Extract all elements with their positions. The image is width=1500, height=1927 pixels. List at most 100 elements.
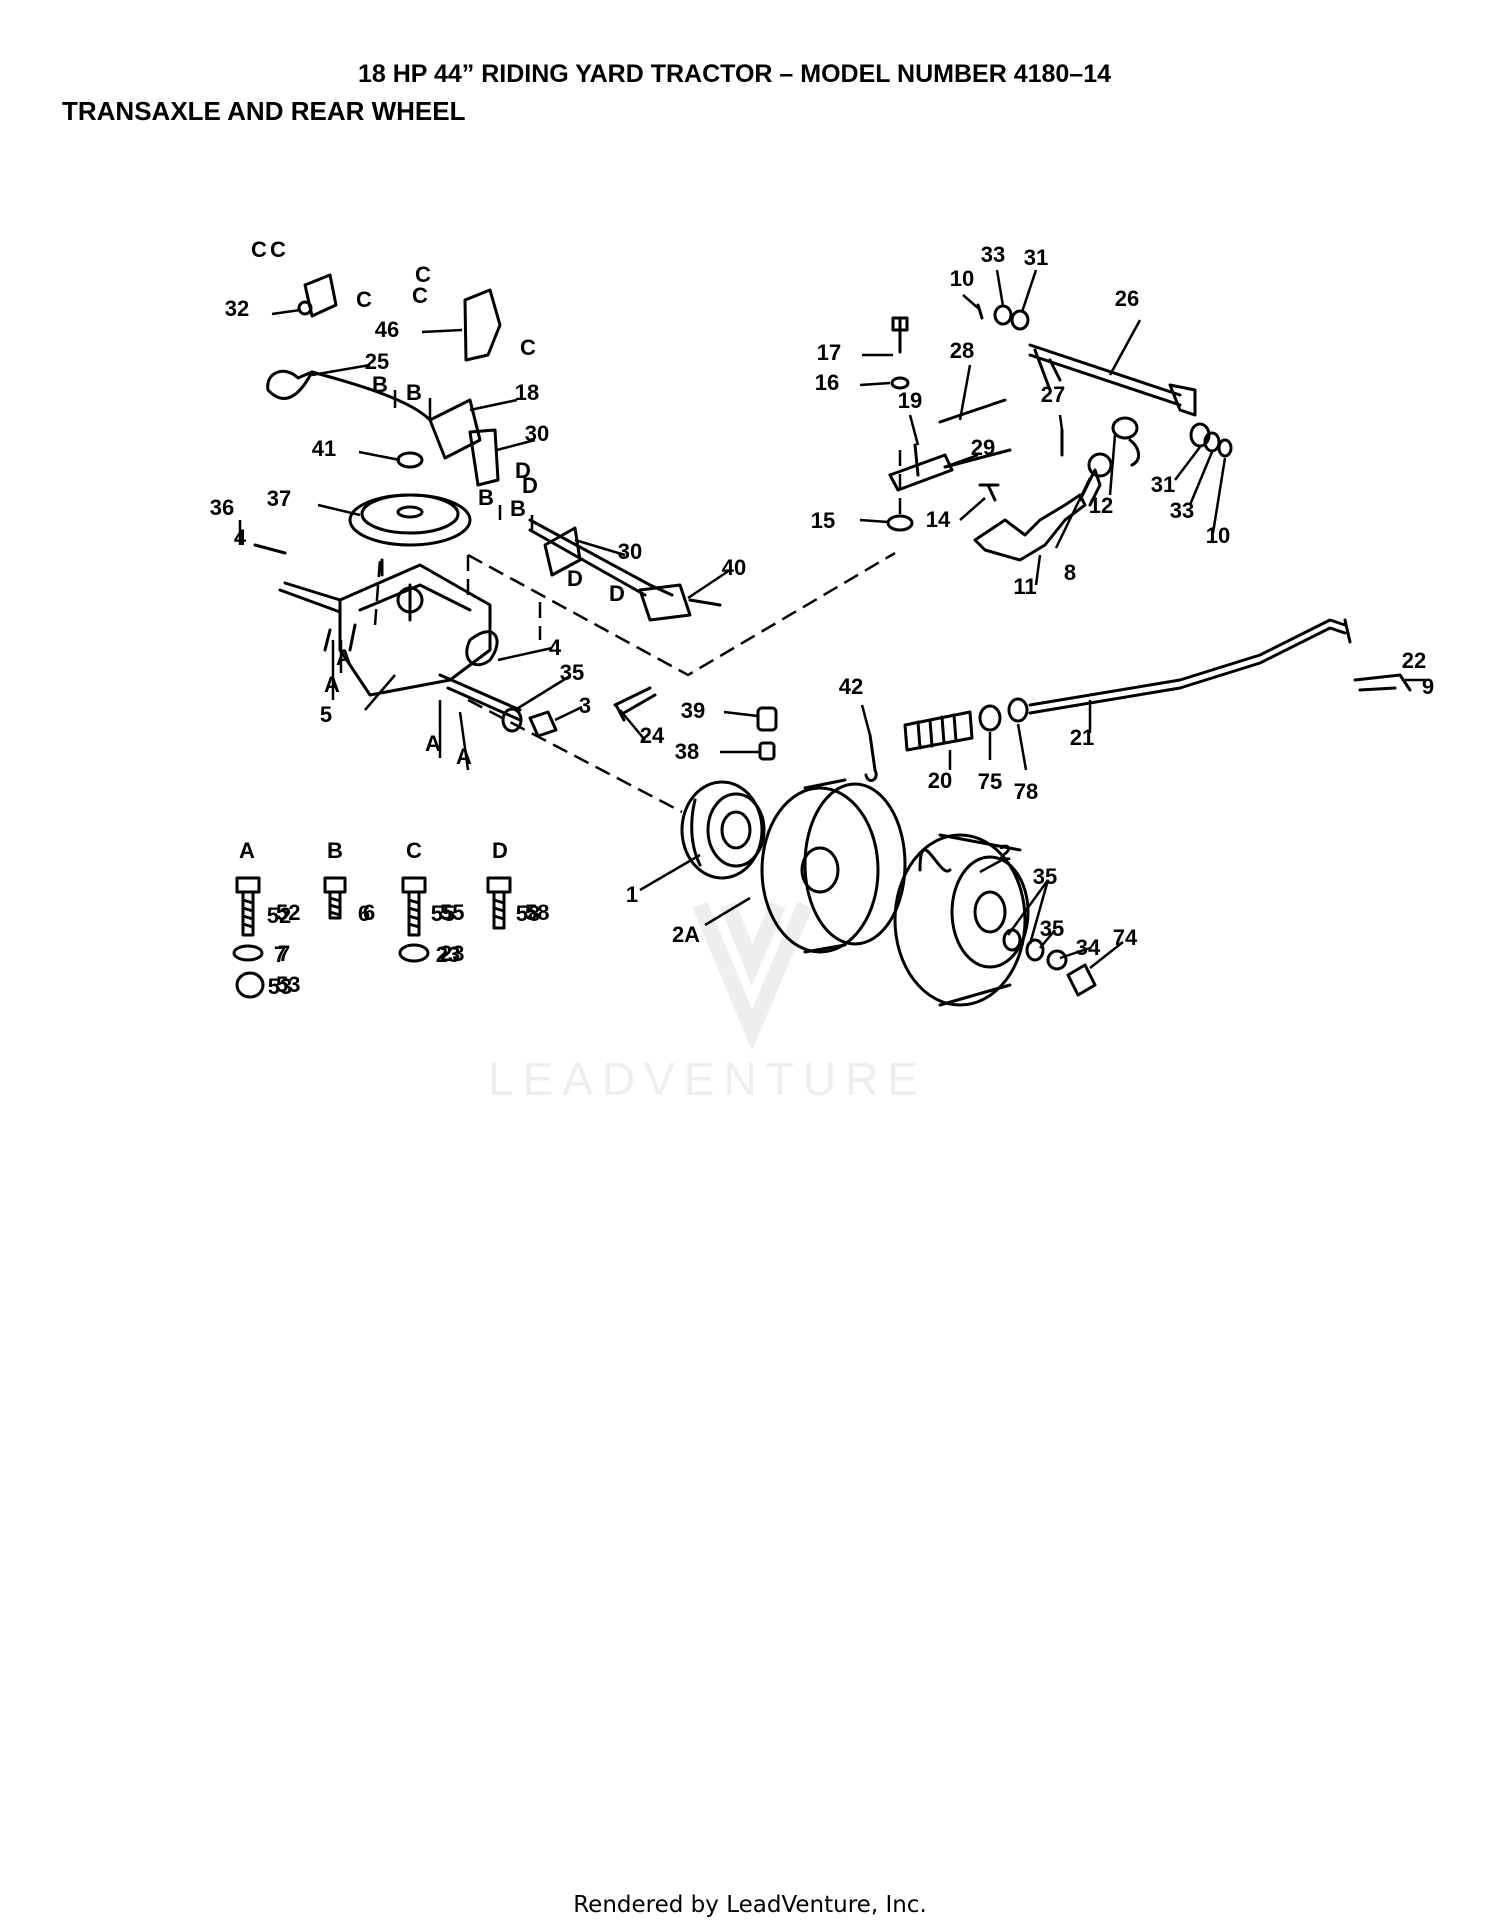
callout-22: 22 <box>1402 648 1426 673</box>
bracket-18 <box>428 398 482 460</box>
pulley-1 <box>680 780 764 880</box>
lever-11 <box>973 493 1087 562</box>
callout-33: 33 <box>1170 498 1194 523</box>
connector-letter-c: C <box>412 283 428 308</box>
legend-group-a: A <box>239 838 255 863</box>
callout-30: 30 <box>618 539 642 564</box>
callout-35: 35 <box>560 660 584 685</box>
callout-26: 26 <box>1115 286 1139 311</box>
legend-c-nut: 23 <box>440 941 464 966</box>
callout-9: 9 <box>1422 674 1434 699</box>
section-title: TRANSAXLE AND REAR WHEEL <box>62 96 466 126</box>
callout-31: 31 <box>1151 472 1175 497</box>
parts-diagram: 122A344567891010111214151617181920212223… <box>210 237 1434 1051</box>
connector-letter-b: B <box>478 485 494 510</box>
callout-74: 74 <box>1113 925 1138 950</box>
page-title: 18 HP 44” RIDING YARD TRACTOR – MODEL NU… <box>358 60 1112 88</box>
connector-letter-b: B <box>406 380 422 405</box>
callout-32: 32 <box>225 296 249 321</box>
lever-40 <box>638 583 692 622</box>
legend-d-bolt: 58 <box>525 900 549 925</box>
bracket-30-lower <box>543 526 582 577</box>
connector-letter-c: C <box>520 335 536 360</box>
callout-52: 52 <box>267 903 291 928</box>
cap-74 <box>1066 963 1097 997</box>
connector-letter-d: D <box>609 581 625 606</box>
callout-37: 37 <box>267 486 291 511</box>
callout-75: 75 <box>978 769 1002 794</box>
connector-letter-a: A <box>425 731 441 756</box>
spacer-3 <box>528 710 558 738</box>
transaxle-5 <box>338 563 492 697</box>
callout-53: 53 <box>268 974 292 999</box>
callout-38: 38 <box>675 739 699 764</box>
rod-21 <box>1028 618 1347 707</box>
callout-8: 8 <box>1064 560 1076 585</box>
connector-letter-c: C <box>251 237 267 262</box>
spring-24 <box>613 686 657 722</box>
callout-23: 23 <box>436 942 460 967</box>
callout-19: 19 <box>898 388 922 413</box>
wheel-2 <box>918 848 952 873</box>
callout-5: 5 <box>320 702 332 727</box>
footer-credit: Rendered by LeadVenture, Inc. <box>573 1892 927 1918</box>
callout-28: 28 <box>950 338 974 363</box>
callout-35: 35 <box>1040 916 1064 941</box>
callout-3: 3 <box>579 693 591 718</box>
callout-21: 21 <box>1070 725 1094 750</box>
hardware-legend: A B C D 52 7 53 6 55 23 58 <box>239 838 549 997</box>
connector-letter-b: B <box>372 372 388 397</box>
connector-letter-c: C <box>270 237 286 262</box>
callout-4: 4 <box>549 635 562 660</box>
watermark-text: LEADVENTURE <box>488 1053 927 1105</box>
connector-letter-c: C <box>415 262 431 287</box>
callout-34: 34 <box>1076 935 1101 960</box>
connector-letter-c: C <box>356 287 372 312</box>
legend-a-nut: 53 <box>276 972 300 997</box>
bracket-46 <box>463 288 502 362</box>
legend-group-c: C <box>406 838 422 863</box>
legend-b-bolt: 6 <box>363 900 375 925</box>
callout-7: 7 <box>274 942 286 967</box>
callout-4: 4 <box>234 525 247 550</box>
callout-18: 18 <box>515 380 539 405</box>
bracket-19 <box>888 453 954 492</box>
assembly-lines <box>373 450 902 814</box>
callout-24: 24 <box>640 723 665 748</box>
callout-42: 42 <box>839 674 863 699</box>
callout-10: 10 <box>950 266 974 291</box>
clip-25 <box>266 369 314 400</box>
callout-41: 41 <box>312 436 336 461</box>
callout-35: 35 <box>1033 864 1057 889</box>
callout-16: 16 <box>815 370 839 395</box>
callout-11: 11 <box>1013 574 1036 599</box>
bracket-30-upper <box>468 428 500 487</box>
leader-lines <box>238 269 1425 969</box>
callout-30: 30 <box>525 421 549 446</box>
callout-14: 14 <box>926 507 951 532</box>
legend-group-d: D <box>492 838 508 863</box>
callout-39: 39 <box>681 698 705 723</box>
spring-20 <box>903 710 974 752</box>
callout-2A: 2A <box>672 922 700 947</box>
shaft-26 <box>1028 353 1182 407</box>
tire-2A <box>760 786 880 954</box>
callout-55: 55 <box>431 901 455 926</box>
connector-letter-a: A <box>456 744 472 769</box>
callout-25: 25 <box>365 349 389 374</box>
callout-31: 31 <box>1024 245 1048 270</box>
pulley-37 <box>348 493 472 547</box>
callout-78: 78 <box>1014 779 1038 804</box>
callout-58: 58 <box>516 901 540 926</box>
legend-a-washer: 7 <box>278 941 290 966</box>
legend-a-bolt: 52 <box>276 900 300 925</box>
connector-letter-a: A <box>324 672 340 697</box>
callout-33: 33 <box>981 242 1005 267</box>
callout-1: 1 <box>626 882 638 907</box>
connector-letter-a: A <box>336 645 352 670</box>
part-drawings <box>232 273 1412 1007</box>
connector-letter-d: D <box>515 458 531 483</box>
callout-27: 27 <box>1041 382 1065 407</box>
callout-10: 10 <box>1206 523 1230 548</box>
